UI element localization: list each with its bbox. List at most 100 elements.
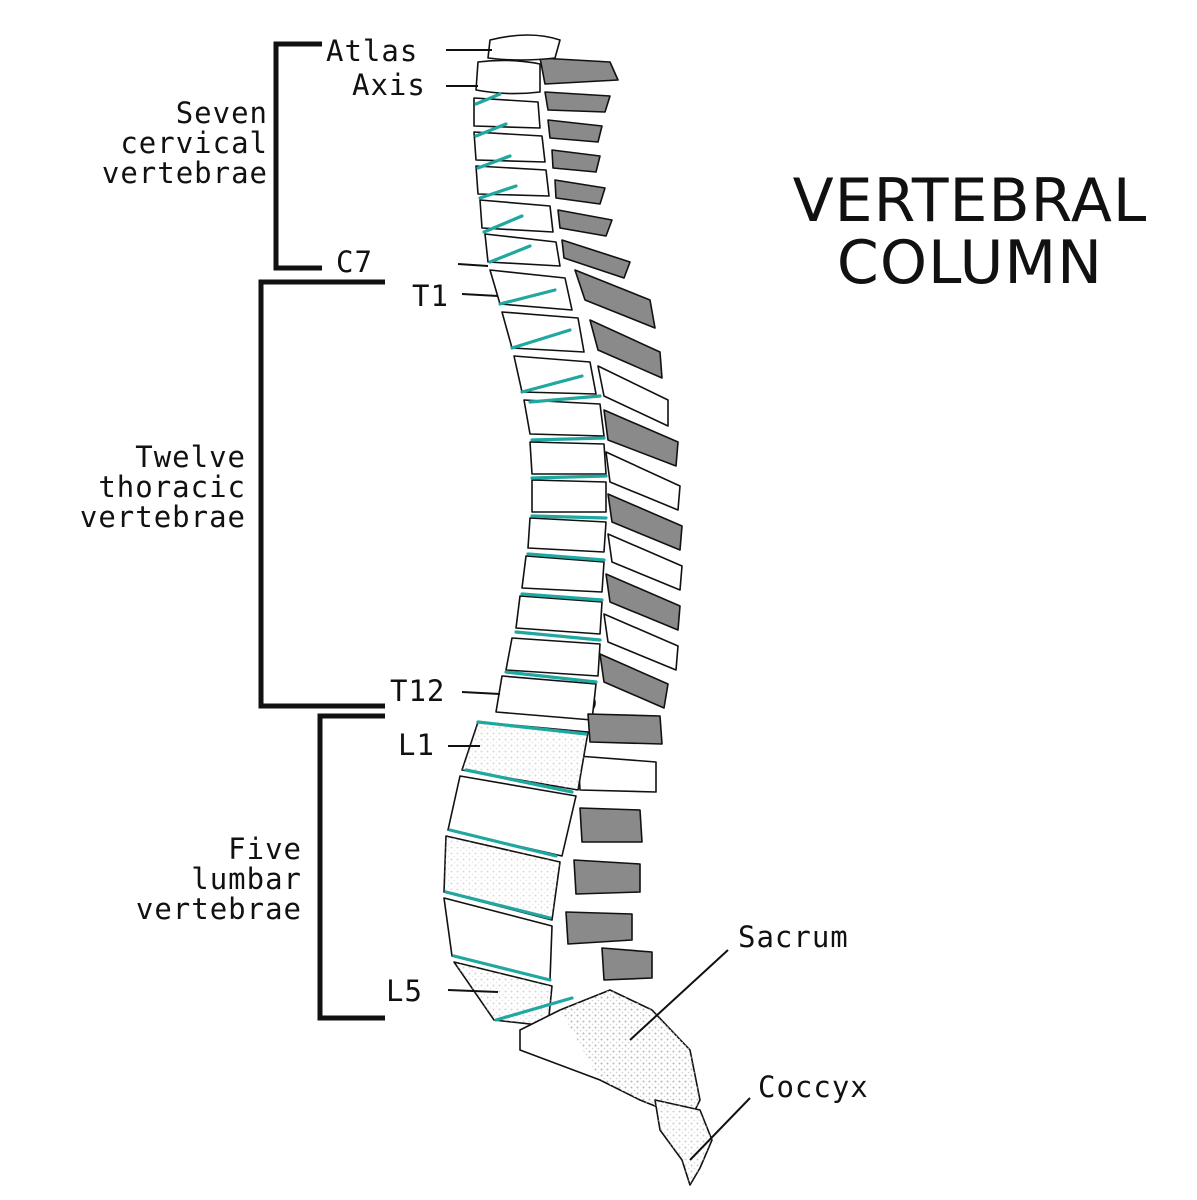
spinous-process — [544, 91, 611, 113]
thoracic-line-3: vertebrae — [79, 500, 246, 534]
process — [579, 807, 643, 843]
cervical-spinous-processes — [539, 57, 631, 279]
disc-line — [530, 514, 608, 520]
disc-line — [476, 154, 512, 170]
disc-line — [514, 630, 602, 642]
disc-line — [474, 122, 508, 138]
process — [589, 319, 663, 379]
title-line-2: COLUMN — [836, 228, 1104, 298]
thoracic-line-2: thoracic — [98, 470, 246, 504]
process — [605, 573, 681, 631]
cervical-group-label: Seven cervical vertebrae — [20, 98, 268, 188]
thoracic-vertebra — [495, 675, 597, 721]
axis-vertebra — [475, 59, 541, 95]
disc-line — [444, 890, 552, 920]
t12-leader — [461, 691, 501, 695]
group-brackets — [258, 41, 385, 1021]
process — [607, 533, 683, 591]
spinous-process — [557, 209, 613, 237]
label-atlas: Atlas — [326, 34, 419, 68]
spinous-process — [561, 239, 631, 279]
disc-line — [530, 474, 608, 480]
label-l1: L1 — [398, 728, 435, 762]
disc-line — [510, 328, 572, 350]
thoracic-processes — [574, 269, 683, 714]
sacrum-stipple — [560, 990, 700, 1120]
disc-line — [476, 720, 588, 736]
thoracic-vertebra — [529, 441, 607, 475]
disc-line — [520, 374, 584, 394]
label-axis: Axis — [352, 68, 426, 102]
cervical-vertebrae — [473, 34, 561, 267]
process — [565, 911, 633, 945]
disc-line — [498, 288, 557, 306]
cervical-bracket — [273, 41, 322, 271]
label-c7: C7 — [336, 245, 373, 279]
cervical-vertebra — [475, 165, 550, 197]
cervical-line-2: cervical — [120, 126, 268, 160]
lumbar-stipple — [462, 722, 588, 790]
thoracic-vertebra — [527, 517, 607, 553]
label-t12: T12 — [390, 674, 446, 708]
spinous-process — [539, 57, 619, 85]
diagram-title: VERTEBRAL COLUMN — [740, 170, 1197, 294]
label-coccyx: Coccyx — [758, 1070, 869, 1104]
disc-line — [528, 394, 602, 404]
disc-line — [520, 592, 604, 602]
process — [599, 653, 669, 709]
process — [603, 409, 679, 467]
label-sacrum: Sacrum — [738, 920, 849, 954]
leader-lines — [446, 49, 751, 1161]
thoracic-vertebra — [501, 311, 585, 353]
title-line-1: VERTEBRAL — [792, 166, 1148, 236]
process — [603, 613, 679, 671]
l5-leader — [447, 989, 499, 993]
lumbar-line-1: Five — [228, 832, 302, 866]
lumbar-vertebrae — [443, 721, 589, 1027]
lumbar-group-label: Five lumbar vertebrae — [60, 834, 302, 924]
c7-leader — [457, 263, 489, 267]
disc-line — [488, 244, 532, 264]
process — [607, 493, 683, 551]
lumbar-bracket — [317, 713, 385, 1021]
thoracic-vertebra — [515, 595, 603, 635]
spinous-process — [554, 179, 606, 205]
disc-line — [504, 670, 598, 684]
atlas-vertebra — [487, 34, 561, 61]
process — [597, 365, 669, 427]
disc-line — [464, 768, 574, 794]
thoracic-vertebra — [531, 479, 607, 513]
cervical-vertebra — [479, 199, 554, 233]
thoracic-group-label: Twelve thoracic vertebrae — [10, 442, 246, 532]
spinous-process — [547, 119, 603, 143]
disc-line — [448, 828, 558, 858]
process — [587, 713, 663, 745]
thoracic-vertebra — [505, 637, 601, 677]
process — [601, 947, 653, 981]
process — [574, 269, 656, 329]
spinous-process — [551, 149, 601, 173]
cervical-vertebra — [473, 131, 546, 163]
disc-line — [452, 954, 552, 982]
cervical-line-1: Seven — [175, 96, 268, 130]
thoracic-vertebra — [523, 399, 605, 437]
spine-illustration — [443, 34, 713, 1186]
lumbar-line-3: vertebrae — [135, 892, 302, 926]
process — [605, 451, 681, 511]
sacrum-leader — [629, 949, 729, 1041]
coccyx-stipple — [655, 1100, 712, 1185]
process — [573, 859, 641, 895]
lumbar-processes — [565, 713, 663, 981]
label-t1: T1 — [412, 279, 449, 313]
intervertebral-discs — [444, 92, 608, 1022]
disc-line — [530, 436, 606, 442]
coccyx-leader — [689, 1097, 751, 1161]
lumbar-line-2: lumbar — [191, 862, 302, 896]
cervical-line-3: vertebrae — [101, 156, 268, 190]
thoracic-line-1: Twelve — [135, 440, 246, 474]
thoracic-vertebra — [521, 555, 605, 593]
thoracic-bracket — [258, 279, 385, 709]
cervical-vertebra — [473, 97, 541, 129]
process — [577, 755, 657, 793]
